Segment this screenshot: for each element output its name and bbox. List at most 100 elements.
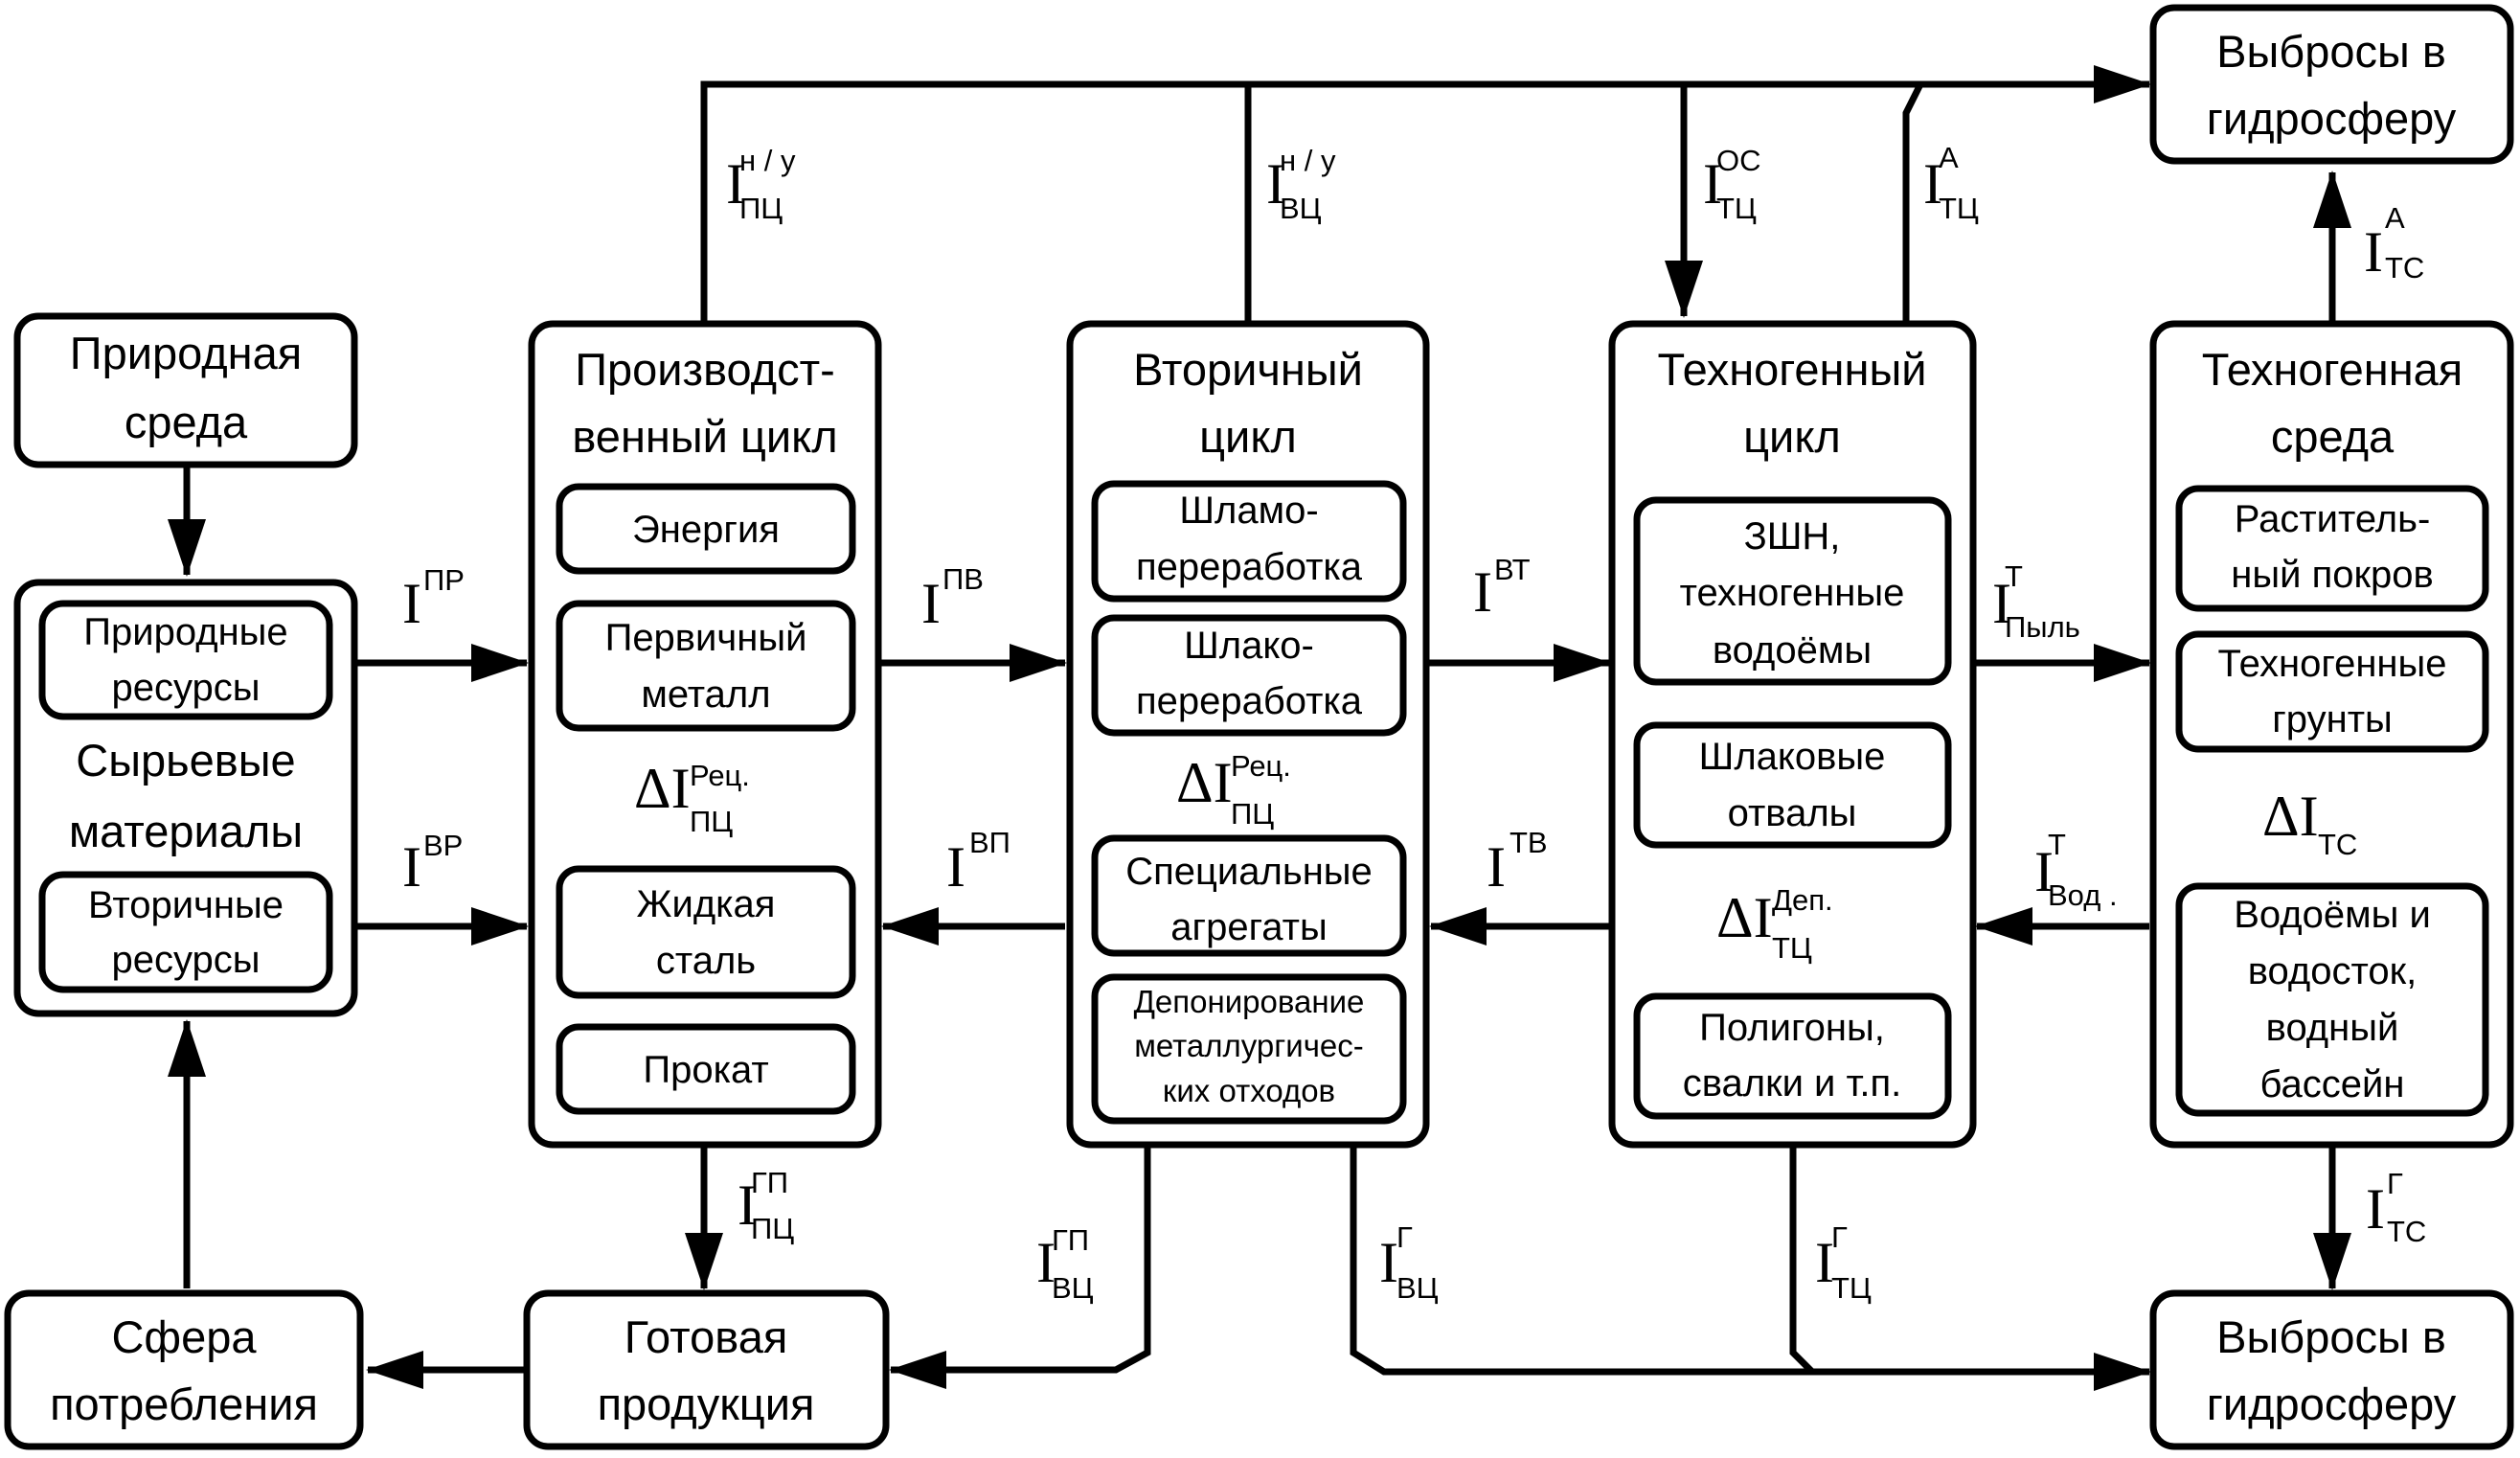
flow-os-tc-sup: ОС bbox=[1716, 144, 1761, 177]
emissions-top-line-1: Выбросы в bbox=[2216, 26, 2446, 77]
consumption-line-2: потребления bbox=[50, 1378, 318, 1429]
production-title-line-1: Производст- bbox=[575, 344, 835, 395]
flow-nu-vc-sub: ВЦ bbox=[1280, 192, 1322, 225]
flow-gp-pc-sub: ПЦ bbox=[751, 1212, 794, 1245]
flow-label-nu-pc: I н / у ПЦ bbox=[726, 144, 796, 225]
secondary-delta-sub: ПЦ bbox=[1231, 797, 1274, 831]
special-line-1: Специальные bbox=[1125, 851, 1373, 893]
flow-label-tv: I ТВ bbox=[1487, 826, 1548, 899]
flow-labels: I ПР I ВР I ПВ I ВП I ВТ I ТВ I Т Пыль I bbox=[402, 141, 2426, 1305]
flow-label-g-tc: I Г ТЦ bbox=[1815, 1220, 1872, 1305]
zshn-line-1: ЗШН, bbox=[1744, 515, 1841, 558]
deposit-line-2: металлургичес- bbox=[1134, 1028, 1364, 1063]
slag-dumps-box bbox=[1633, 721, 1952, 849]
slag-line-2: переработка bbox=[1136, 680, 1363, 722]
arrow-gp-vc bbox=[889, 1145, 1151, 1389]
emissions-bottom-box: Выбросы в гидросферу bbox=[2149, 1289, 2514, 1450]
production-delta-sub: ПЦ bbox=[690, 805, 733, 838]
flow-vr-symbol: I bbox=[402, 835, 421, 899]
flow-g-ts-symbol: I bbox=[2366, 1177, 2385, 1241]
raw-title-line-1: Сырьевые bbox=[76, 735, 295, 786]
secondary-resources-line-1: Вторичные bbox=[88, 884, 284, 926]
flow-tv-sup: ТВ bbox=[1510, 826, 1548, 859]
flow-g-ts-sup: Г bbox=[2387, 1167, 2403, 1200]
energy-label: Энергия bbox=[632, 509, 780, 551]
water-bodies-line-1: Водоёмы и bbox=[2234, 894, 2431, 936]
flow-pv-sup: ПВ bbox=[942, 562, 984, 596]
natural-resources-box bbox=[38, 600, 333, 720]
zshn-box bbox=[1633, 496, 1952, 686]
tc-delta: ΔI Деп. ТЦ bbox=[1716, 883, 1833, 965]
soils-box bbox=[2175, 630, 2489, 753]
emissions-top-line-2: гидросферу bbox=[2207, 93, 2457, 144]
flow-label-nu-vc: I н / у ВЦ bbox=[1266, 144, 1336, 225]
ts-delta-symbol: ΔI bbox=[2262, 785, 2319, 848]
flow-label-dust: I Т Пыль bbox=[1992, 559, 2080, 644]
flow-label-g-vc: I Г ВЦ bbox=[1379, 1220, 1439, 1305]
soils-line-1: Техногенные bbox=[2217, 643, 2446, 685]
tc-delta-sub: ТЦ bbox=[1772, 931, 1812, 965]
arrow-bottom-bus bbox=[1350, 1145, 2151, 1391]
primary-metal-line-2: металл bbox=[641, 673, 770, 716]
line-a-tc bbox=[1902, 82, 1924, 322]
raw-materials-box: Природные ресурсы Сырьевые материалы Вто… bbox=[13, 579, 358, 1017]
flow-label-water: I Т Вод . bbox=[2034, 828, 2118, 912]
flow-nu-vc-sup: н / у bbox=[1280, 144, 1336, 177]
vegetation-box bbox=[2175, 485, 2489, 612]
raw-title-line-2: материалы bbox=[69, 806, 303, 856]
flow-gp-pc-sup: ГП bbox=[751, 1166, 788, 1199]
flow-nu-pc-sup: н / у bbox=[739, 144, 796, 177]
technogenic-env-box: Техногенная среда Раститель- ный покров … bbox=[2149, 320, 2514, 1149]
flow-vt-symbol: I bbox=[1473, 560, 1492, 624]
slag-box bbox=[1091, 614, 1407, 737]
sludge-box bbox=[1091, 480, 1407, 603]
flow-label-pv: I ПВ bbox=[921, 562, 984, 635]
flow-label-vr: I ВР bbox=[402, 829, 463, 899]
flow-label-g-ts: I Г ТС bbox=[2366, 1167, 2426, 1248]
technogenic-cycle-box: Техногенный цикл ЗШН, техногенные водоём… bbox=[1608, 320, 1977, 1149]
secondary-title-line-2: цикл bbox=[1199, 411, 1297, 462]
natural-resources-line-2: ресурсы bbox=[111, 667, 260, 709]
production-cycle-box: Производст- венный цикл Энергия Первичны… bbox=[528, 320, 882, 1149]
natural-resources-line-1: Природные bbox=[83, 611, 287, 653]
tc-title-line-2: цикл bbox=[1743, 411, 1841, 462]
water-bodies-line-2: водосток, bbox=[2248, 950, 2417, 992]
finished-products-box: Готовая продукция bbox=[523, 1289, 890, 1450]
flow-g-vc-symbol: I bbox=[1379, 1231, 1398, 1294]
tc-delta-symbol: ΔI bbox=[1716, 886, 1773, 949]
liquid-steel-line-2: сталь bbox=[656, 940, 756, 982]
deposit-line-1: Депонирование bbox=[1134, 984, 1365, 1019]
flow-water-sup: Т bbox=[2048, 828, 2066, 861]
flow-gp-vc-sub: ВЦ bbox=[1052, 1271, 1094, 1305]
nature-box: Природная среда bbox=[13, 312, 358, 468]
emissions-top-box: Выбросы в гидросферу bbox=[2149, 4, 2514, 165]
flow-tv-symbol: I bbox=[1487, 835, 1506, 899]
energy-box bbox=[556, 483, 856, 575]
flow-label-a-tc: I А ТЦ bbox=[1923, 141, 1979, 225]
secondary-resources-box bbox=[38, 871, 333, 993]
soils-line-2: грунты bbox=[2272, 698, 2393, 740]
vegetation-line-1: Раститель- bbox=[2235, 498, 2431, 540]
flow-g-tc-sub: ТЦ bbox=[1831, 1271, 1872, 1305]
connectors bbox=[168, 65, 2351, 1391]
finished-line-1: Готовая bbox=[624, 1311, 788, 1362]
deposit-box bbox=[1091, 973, 1407, 1125]
polygons-line-1: Полигоны, bbox=[1699, 1007, 1885, 1049]
vegetation-line-2: ный покров bbox=[2231, 554, 2433, 596]
zshn-line-3: водоёмы bbox=[1713, 629, 1872, 672]
flow-label-gp-pc: I ГП ПЦ bbox=[738, 1166, 794, 1245]
ts-delta-sub: ТС bbox=[2318, 828, 2357, 861]
flow-vr-sup: ВР bbox=[423, 829, 463, 862]
rolled-label: Прокат bbox=[643, 1049, 768, 1091]
flow-vp-sup: ВП bbox=[969, 826, 1010, 859]
zshn-line-2: техногенные bbox=[1680, 572, 1905, 614]
water-bodies-line-4: бассейн bbox=[2260, 1063, 2405, 1105]
flow-os-tc-symbol: I bbox=[1703, 152, 1722, 216]
flow-gp-vc-sup: ГП bbox=[1052, 1223, 1089, 1257]
flow-a-tc-symbol: I bbox=[1923, 152, 1942, 216]
flow-g-vc-sup: Г bbox=[1396, 1220, 1413, 1254]
ts-title-line-1: Техногенная bbox=[2202, 344, 2463, 395]
secondary-delta: ΔI Рец. ПЦ bbox=[1176, 749, 1291, 831]
flow-a-ts-sup: А bbox=[2385, 201, 2405, 235]
water-bodies-box bbox=[2175, 882, 2489, 1117]
